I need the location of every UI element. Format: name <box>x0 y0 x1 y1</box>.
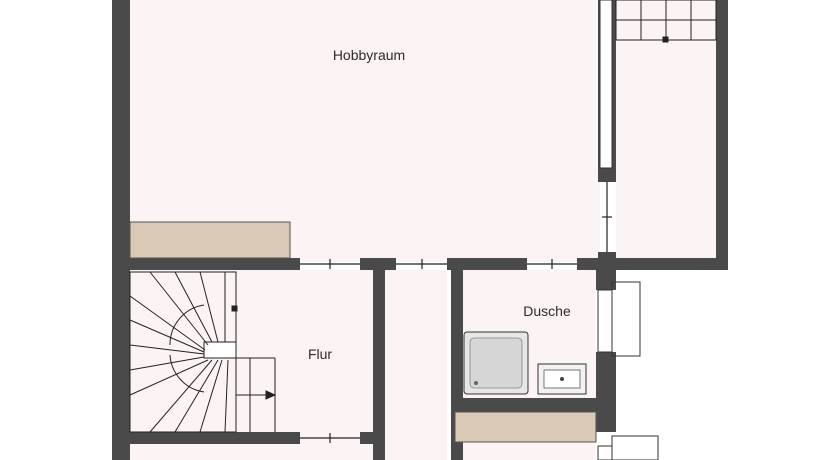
flur-floor <box>130 270 375 460</box>
walls <box>112 0 728 460</box>
window-bottom-sill <box>611 435 659 460</box>
stair-landing-floor <box>616 0 716 258</box>
dusche-counter <box>454 411 597 443</box>
window-top <box>599 0 613 169</box>
window-bottom <box>597 445 613 460</box>
dusche-bottom-wall <box>463 398 596 412</box>
upper-horizontal-wall-mid <box>360 258 396 270</box>
floor-areas <box>130 0 716 460</box>
left-wall <box>112 0 130 460</box>
right-outer-wall <box>716 0 728 266</box>
flur-bottom-wall-right <box>360 432 385 444</box>
upper-horizontal-wall-left <box>130 258 300 270</box>
corridor-floor <box>385 270 447 460</box>
window-dusche-sill <box>611 281 641 357</box>
stair-top <box>615 0 717 43</box>
hobbyraum-floor <box>130 0 600 262</box>
window-dusche <box>597 289 613 353</box>
flur-bottom-wall-left <box>130 432 300 444</box>
flur-right-wall <box>373 270 385 460</box>
room-label-flur: Flur <box>308 346 332 362</box>
dusche-right-wall <box>596 270 616 290</box>
upper-horizontal-wall-right <box>447 258 527 270</box>
dusche-right-wall-mid <box>596 352 616 432</box>
shower-tray <box>463 331 529 395</box>
upper-horizontal-wall-far <box>577 258 728 270</box>
hobbyraum-counter <box>129 221 291 259</box>
sink <box>537 363 587 395</box>
window-frames <box>597 0 659 460</box>
room-label-dusche: Dusche <box>523 303 571 319</box>
spiral-stair <box>129 271 277 433</box>
room-label-hobbyraum: Hobbyraum <box>333 47 405 63</box>
openings <box>300 182 612 443</box>
